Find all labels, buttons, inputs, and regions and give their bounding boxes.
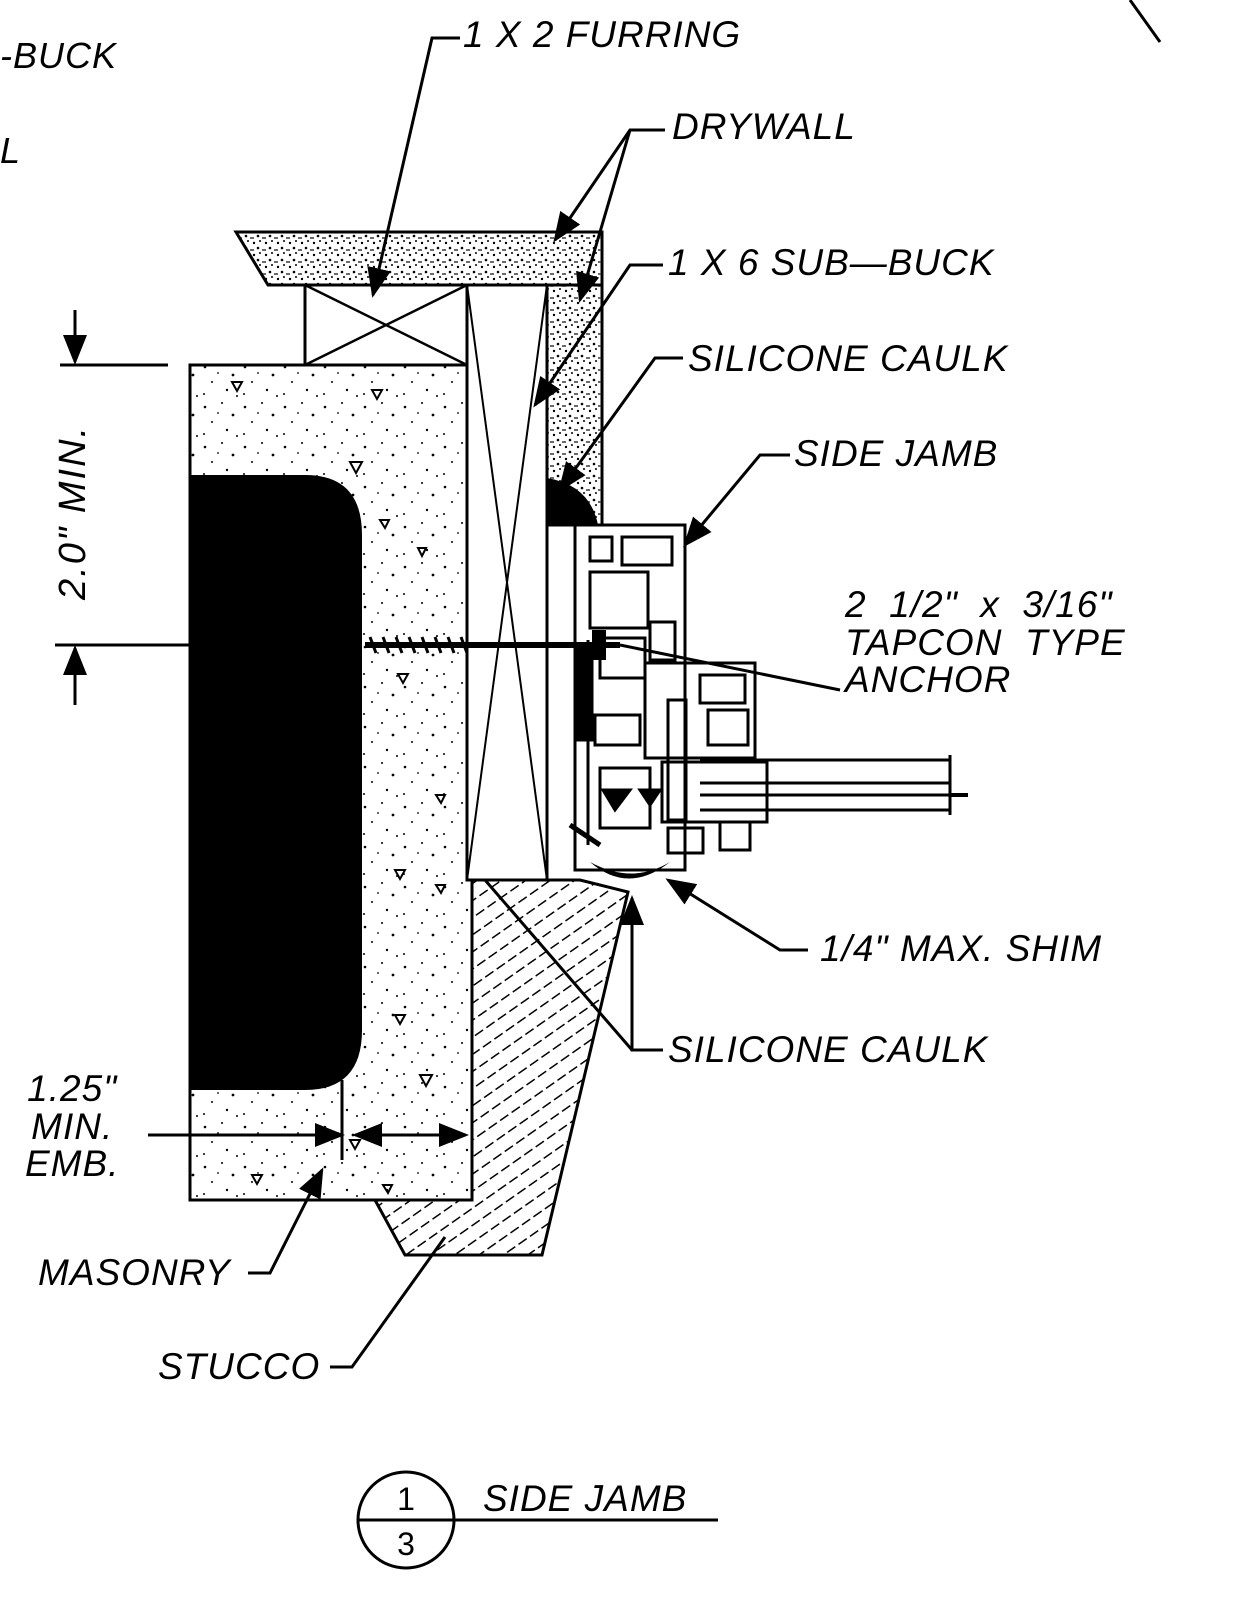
detail-tag-sheet: 3 xyxy=(397,1526,415,1562)
drywall-label: DRYWALL xyxy=(672,106,856,147)
silicone-caulk-label-top: SILICONE CAULK xyxy=(688,338,1009,379)
drywall-label-partial: L xyxy=(0,130,22,171)
silicone-caulk-label-bottom: SILICONE CAULK xyxy=(668,1029,989,1070)
detail-tag-symbol xyxy=(356,1470,718,1570)
leader-lines xyxy=(248,0,1162,1369)
furring-strip xyxy=(303,283,469,367)
tapcon-anchor xyxy=(365,630,620,660)
sub-buck-label-partial: -BUCK xyxy=(0,35,118,76)
embedment-label: 1.25" MIN. EMB. xyxy=(25,1068,120,1185)
glazing xyxy=(700,755,968,815)
shim-label: 1/4" MAX. SHIM xyxy=(820,928,1103,969)
dimension-lines xyxy=(55,310,469,1160)
anchor-label: 2 1/2" x 3/16" TAPCON TYPE ANCHOR xyxy=(845,584,1126,701)
masonry-label: MASONRY xyxy=(38,1252,231,1293)
furring-label: 1 X 2 FURRING xyxy=(463,14,742,55)
sub-buck-label: 1 X 6 SUB—BUCK xyxy=(668,242,995,283)
detail-tag-number: 1 xyxy=(397,1481,415,1517)
dimension-label: 2.0" MIN. xyxy=(52,424,94,600)
sub-buck xyxy=(465,283,549,882)
masonry-block xyxy=(188,363,474,1202)
side-jamb-label: SIDE JAMB xyxy=(794,433,999,474)
detail-tag-title: SIDE JAMB xyxy=(483,1478,688,1519)
stucco-label: STUCCO xyxy=(158,1346,321,1387)
side-jamb-frame xyxy=(568,523,769,872)
